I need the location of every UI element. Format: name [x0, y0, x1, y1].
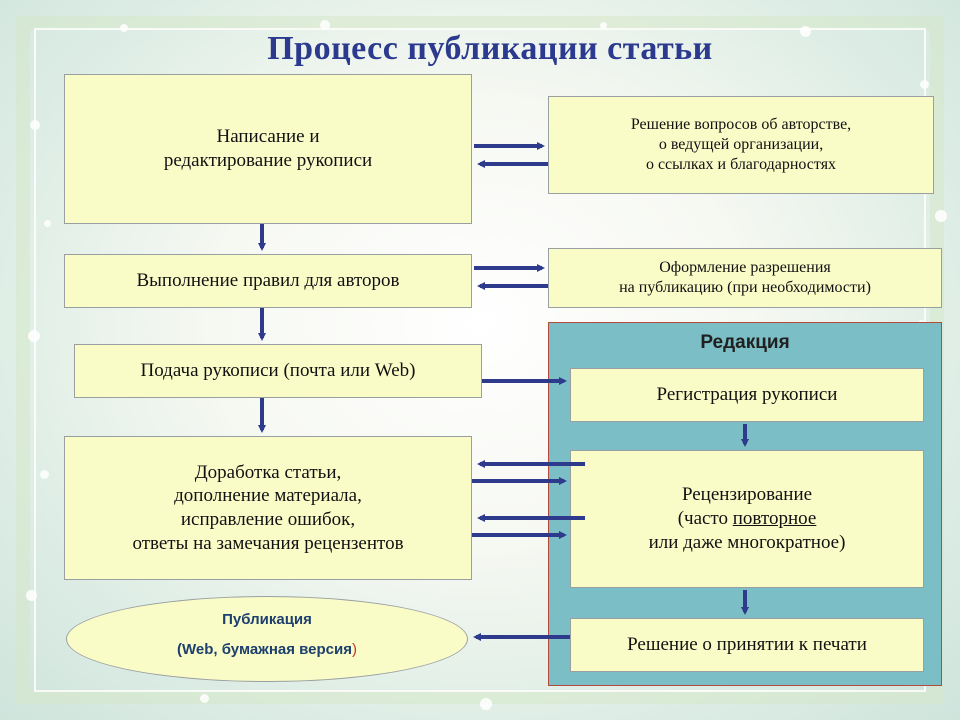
box-registration: Регистрация рукописи	[570, 368, 924, 422]
box-authorship: Решение вопросов об авторстве, о ведущей…	[548, 96, 934, 194]
page-title: Процесс публикации статьи	[267, 30, 713, 67]
box-revision: Доработка статьи, дополнение материала, …	[64, 436, 472, 580]
box-authorship-text: Решение вопросов об авторстве, о ведущей…	[630, 116, 852, 173]
box-permission-text: Оформление разрешения на публикацию (при…	[619, 259, 871, 296]
box-review-line2-prefix: (часто	[677, 508, 733, 530]
editorial-title: Редакция	[700, 332, 790, 353]
publication-formats: Web, бумажная версия	[182, 641, 352, 658]
publication-paren-open: (	[177, 641, 182, 658]
box-review-line1: Рецензирование	[681, 484, 813, 506]
box-writing: Написание и редактирование рукописи	[64, 74, 472, 224]
box-review-line3: или даже многократное)	[648, 531, 846, 553]
box-submit: Подача рукописи (почта или Web)	[74, 344, 482, 398]
box-rules: Выполнение правил для авторов	[64, 254, 472, 308]
publication-title: Публикация	[222, 611, 312, 628]
box-decision-text: Решение о принятии к печати	[627, 634, 867, 656]
box-writing-text: Написание и редактирование рукописи	[163, 126, 373, 171]
publication-paren-close: )	[351, 641, 357, 658]
box-submit-text: Подача рукописи (почта или Web)	[140, 360, 416, 382]
box-permission: Оформление разрешения на публикацию (при…	[548, 248, 942, 308]
box-decision: Решение о принятии к печати	[570, 618, 924, 672]
publication-ellipse: Публикация (Web, бумажная версия)	[66, 596, 468, 682]
box-registration-text: Регистрация рукописи	[656, 384, 838, 406]
publication-details: (Web, бумажная версия)	[67, 641, 467, 658]
box-review-line2: (часто повторное	[678, 507, 817, 531]
box-rules-text: Выполнение правил для авторов	[136, 270, 400, 292]
box-review: Рецензирование (часто повторное или даже…	[570, 450, 924, 588]
box-revision-text: Доработка статьи, дополнение материала, …	[132, 461, 404, 554]
box-review-line2-underlined: повторное	[732, 508, 817, 530]
